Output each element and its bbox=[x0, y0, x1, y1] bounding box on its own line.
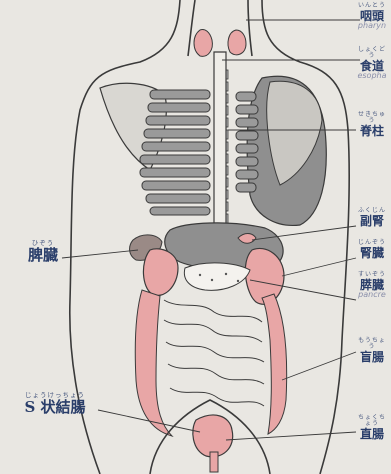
neck-left bbox=[188, 0, 195, 56]
label-sigmoid-colon: じょうけっちょう S 状結腸 bbox=[10, 392, 100, 415]
label-spleen: ひぞう 脾臓 bbox=[20, 240, 66, 263]
label-esophagus: しょくどう 食道 esopha bbox=[355, 47, 389, 80]
label-adrenal: ふくじん 副腎 bbox=[355, 208, 389, 227]
rectum bbox=[193, 415, 233, 457]
colon bbox=[135, 290, 286, 436]
rectum-tube bbox=[210, 452, 218, 472]
label-rectum: ちょくちょう 直腸 bbox=[355, 415, 389, 440]
small-intestine bbox=[164, 300, 264, 406]
label-kidney: じんぞう 腎臓 bbox=[355, 240, 389, 259]
label-pancreas: すいぞう 膵臓 pancre bbox=[355, 272, 389, 299]
kidney-left bbox=[143, 249, 178, 296]
neck-right bbox=[248, 0, 252, 56]
label-spine: せきちゅう 脊柱 bbox=[355, 112, 389, 137]
label-pharynx: いんとう 咽頭 pharyn bbox=[355, 3, 389, 30]
label-cecum: もうちょう 盲腸 bbox=[355, 338, 389, 363]
pancreas bbox=[184, 263, 250, 290]
